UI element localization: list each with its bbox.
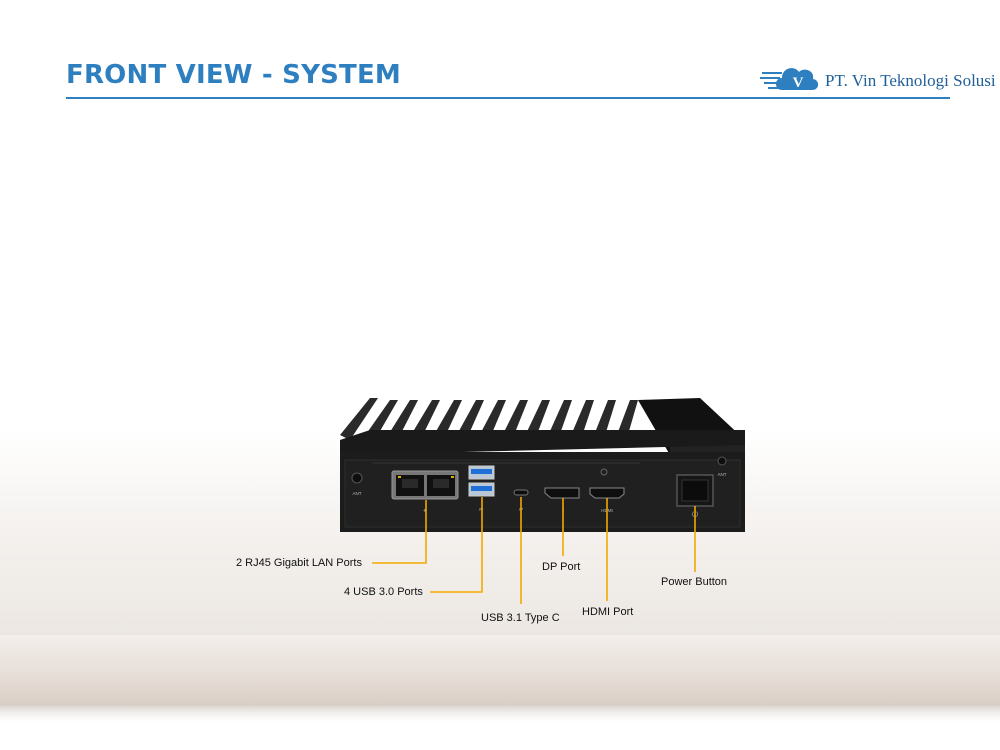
dp-callout-label: DP Port: [542, 561, 581, 573]
power-callout-label: Power Button: [661, 576, 728, 588]
usb3-callout-line: [430, 497, 483, 593]
usb3-callout-label: 4 USB 3.0 Ports: [344, 586, 423, 598]
right-ant-label: ANT: [718, 472, 727, 477]
right-antenna-mount: [717, 456, 727, 466]
lan-network-icon: ⚹: [423, 508, 427, 514]
typec-callout-label: USB 3.1 Type C: [481, 612, 560, 624]
displayport: [544, 487, 580, 499]
hdmi-callout-label: HDMI Port: [582, 606, 634, 618]
product-photo-stage: [0, 395, 1000, 725]
hdmi-port: [589, 487, 625, 499]
usb-icon: ⇌: [479, 507, 483, 513]
page-title: FRONT VIEW - SYSTEM: [66, 60, 402, 90]
left-ant-label: ANT: [353, 491, 362, 496]
cloud-v-logo-icon: V: [760, 68, 819, 91]
lan-callout-label: 2 RJ45 Gigabit LAN Ports: [236, 557, 362, 569]
title-underline: [66, 97, 950, 99]
callout-lines: [372, 497, 696, 604]
company-logo: V PT. Vin Teknologi Solusi: [760, 62, 996, 96]
left-antenna-mount: [351, 472, 363, 484]
company-name: PT. Vin Teknologi Solusi: [825, 71, 996, 90]
screw-icon: [600, 468, 608, 476]
power-module-housing: [638, 398, 745, 460]
usb-type-c-port: [513, 489, 529, 496]
power-button: [676, 474, 714, 507]
rj45-lan-ports: [391, 470, 459, 500]
usb3-ports: [468, 465, 495, 497]
lan-callout-line: [372, 500, 427, 564]
logo-letter: V: [793, 75, 804, 91]
